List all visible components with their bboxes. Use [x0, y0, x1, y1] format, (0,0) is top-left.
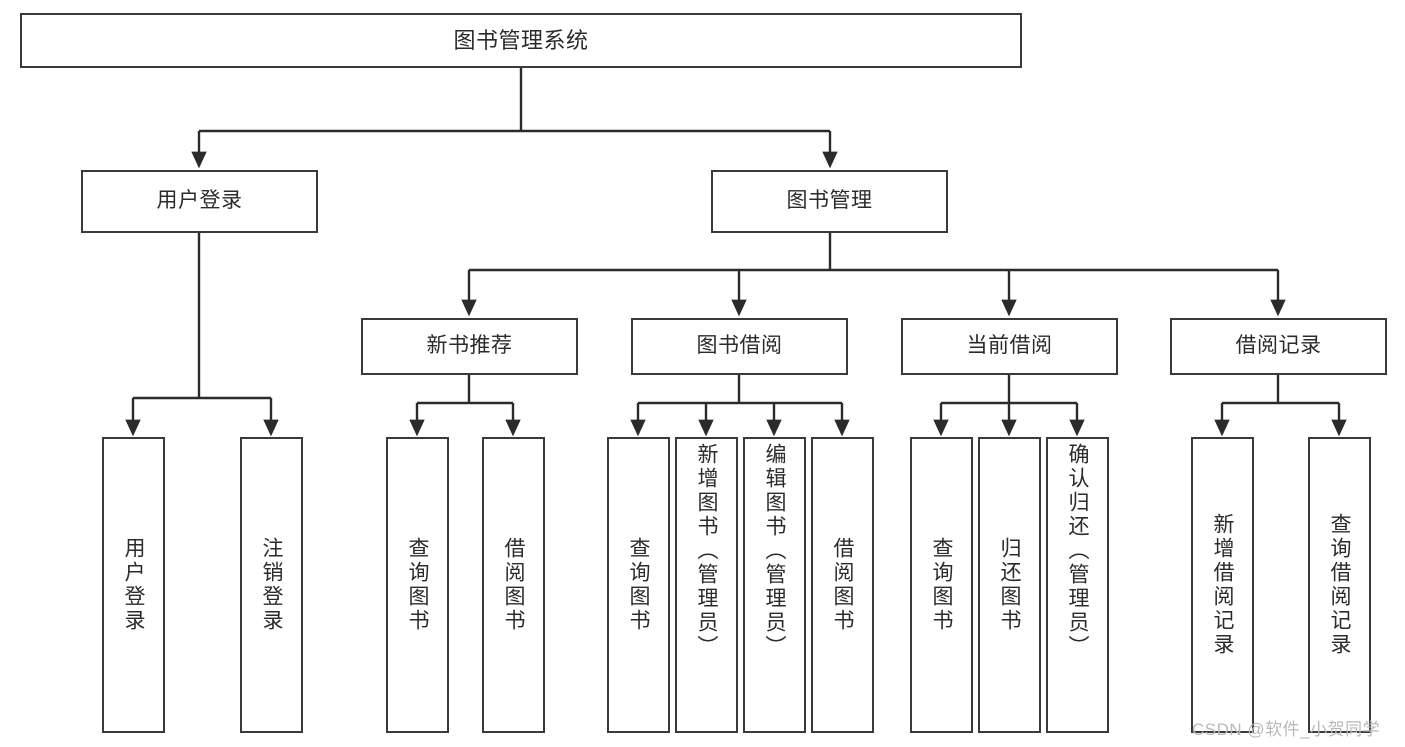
node-book-management-label: 图书管理 [786, 189, 873, 213]
leaf-query-book-3[interactable]: 查询图书 [910, 437, 973, 733]
leaf-query-book-1-label: 查询图书 [406, 537, 429, 633]
leaf-user-logout[interactable]: 注销登录 [240, 437, 303, 733]
node-current-borrow[interactable]: 当前借阅 [901, 318, 1118, 375]
node-book-borrow[interactable]: 图书借阅 [631, 318, 848, 375]
leaf-user-login[interactable]: 用户登录 [102, 437, 165, 733]
node-user-login-label: 用户登录 [156, 189, 243, 213]
leaf-query-book-2[interactable]: 查询图书 [607, 437, 670, 733]
node-borrow-record-label: 借阅记录 [1235, 334, 1322, 358]
leaf-query-borrow-record-label: 查询借阅记录 [1328, 513, 1351, 657]
node-new-book-recommend[interactable]: 新书推荐 [361, 318, 578, 375]
node-root-label: 图书管理系统 [453, 27, 589, 53]
leaf-add-borrow-record-label: 新增借阅记录 [1211, 513, 1234, 657]
leaf-borrow-book-2-label: 借阅图书 [831, 537, 854, 633]
node-borrow-record[interactable]: 借阅记录 [1170, 318, 1387, 375]
leaf-query-book-3-label: 查询图书 [930, 537, 953, 633]
node-current-borrow-label: 当前借阅 [966, 334, 1053, 358]
leaf-return-book-label: 归还图书 [998, 537, 1021, 633]
leaf-edit-book-label: 编辑图书（管理员） [763, 443, 786, 659]
leaf-add-book[interactable]: 新增图书（管理员） [675, 437, 738, 733]
leaf-add-borrow-record[interactable]: 新增借阅记录 [1191, 437, 1254, 733]
leaf-confirm-return-label: 确认归还（管理员） [1066, 443, 1089, 659]
leaf-edit-book[interactable]: 编辑图书（管理员） [743, 437, 806, 733]
csdn-watermark-text: CSDN @软件_小贺同学 [1192, 720, 1381, 739]
node-user-login[interactable]: 用户登录 [81, 170, 318, 233]
leaf-borrow-book-1[interactable]: 借阅图书 [482, 437, 545, 733]
leaf-borrow-book-2[interactable]: 借阅图书 [811, 437, 874, 733]
node-book-borrow-label: 图书借阅 [696, 334, 783, 358]
node-book-management[interactable]: 图书管理 [711, 170, 948, 233]
leaf-query-book-1[interactable]: 查询图书 [386, 437, 449, 733]
csdn-watermark: CSDN @软件_小贺同学 [1192, 715, 1380, 740]
node-new-book-recommend-label: 新书推荐 [426, 334, 513, 358]
leaf-user-login-label: 用户登录 [122, 537, 145, 633]
leaf-confirm-return[interactable]: 确认归还（管理员） [1046, 437, 1109, 733]
leaf-query-borrow-record[interactable]: 查询借阅记录 [1308, 437, 1371, 733]
leaf-query-book-2-label: 查询图书 [627, 537, 650, 633]
node-root[interactable]: 图书管理系统 [20, 13, 1022, 68]
leaf-borrow-book-1-label: 借阅图书 [502, 537, 525, 633]
leaf-return-book[interactable]: 归还图书 [978, 437, 1041, 733]
leaf-user-logout-label: 注销登录 [260, 537, 283, 633]
leaf-add-book-label: 新增图书（管理员） [695, 443, 718, 659]
